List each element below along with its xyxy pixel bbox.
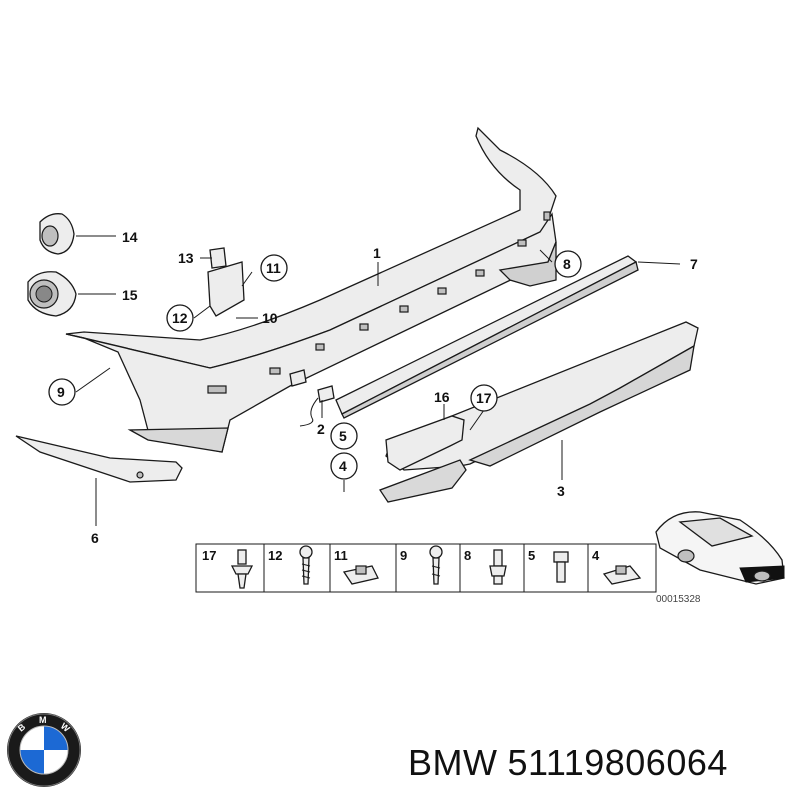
callout-5: 5 <box>339 428 347 444</box>
bracket-part-16 <box>385 415 465 471</box>
bumper-cover <box>65 126 557 453</box>
clip-part-13 <box>209 247 227 269</box>
brand-name: BMW <box>408 742 498 783</box>
screw-icon <box>299 545 313 585</box>
legend-label-5: 5 <box>528 548 535 563</box>
callout-1: 1 <box>373 245 381 261</box>
clip-nut-icon <box>602 565 642 585</box>
clip-nut-icon <box>342 565 379 585</box>
drawing-number: 00015328 <box>656 594 701 605</box>
logo-letter-m: M <box>39 715 47 725</box>
bracket-part-2 <box>289 369 335 427</box>
bolt-icon <box>553 551 569 583</box>
callout-10: 10 <box>262 310 278 326</box>
callout-6: 6 <box>91 530 99 546</box>
car-thumbnail <box>655 511 785 585</box>
legend-label-9: 9 <box>400 548 407 563</box>
callout-circles <box>48 250 582 480</box>
rivet-icon <box>489 549 507 585</box>
legend-label-12: 12 <box>268 548 282 563</box>
damper-part-15 <box>27 271 77 317</box>
deflector-part-3 <box>379 459 467 503</box>
callout-2: 2 <box>317 421 325 437</box>
callout-numbers: 1 2 3 4 5 6 7 8 9 10 11 12 13 14 15 16 1… <box>57 229 698 546</box>
callout-16: 16 <box>434 389 450 405</box>
callout-14: 14 <box>122 229 138 245</box>
part-number: 51119806064 <box>507 742 728 783</box>
callout-11: 11 <box>266 260 281 276</box>
callout-9: 9 <box>57 384 65 400</box>
callout-12: 12 <box>172 310 188 326</box>
fastener-legend: 17 12 11 9 8 5 4 <box>195 543 657 593</box>
legend-label-11: 11 <box>334 548 348 563</box>
callout-4: 4 <box>339 458 347 474</box>
grommet-part-14 <box>39 213 75 255</box>
leader-lines <box>75 235 681 526</box>
bracket-part-10 <box>207 261 245 317</box>
bumper-slots <box>207 211 551 394</box>
legend-label-4: 4 <box>592 548 600 563</box>
bmw-logo: B M W <box>7 713 81 787</box>
legend-label-8: 8 <box>464 548 471 563</box>
rivet-icon <box>230 549 254 589</box>
callout-13: 13 <box>178 250 194 266</box>
callout-17: 17 <box>476 390 492 406</box>
callout-3: 3 <box>557 483 565 499</box>
trim-strip-top <box>335 255 639 419</box>
callout-7: 7 <box>690 256 698 272</box>
screw-icon <box>429 545 443 585</box>
logo-letter-b: B <box>16 721 28 733</box>
callout-8: 8 <box>563 256 571 272</box>
legend-label-17: 17 <box>202 548 216 563</box>
side-trim-part-6 <box>15 435 183 483</box>
callout-15: 15 <box>122 287 138 303</box>
